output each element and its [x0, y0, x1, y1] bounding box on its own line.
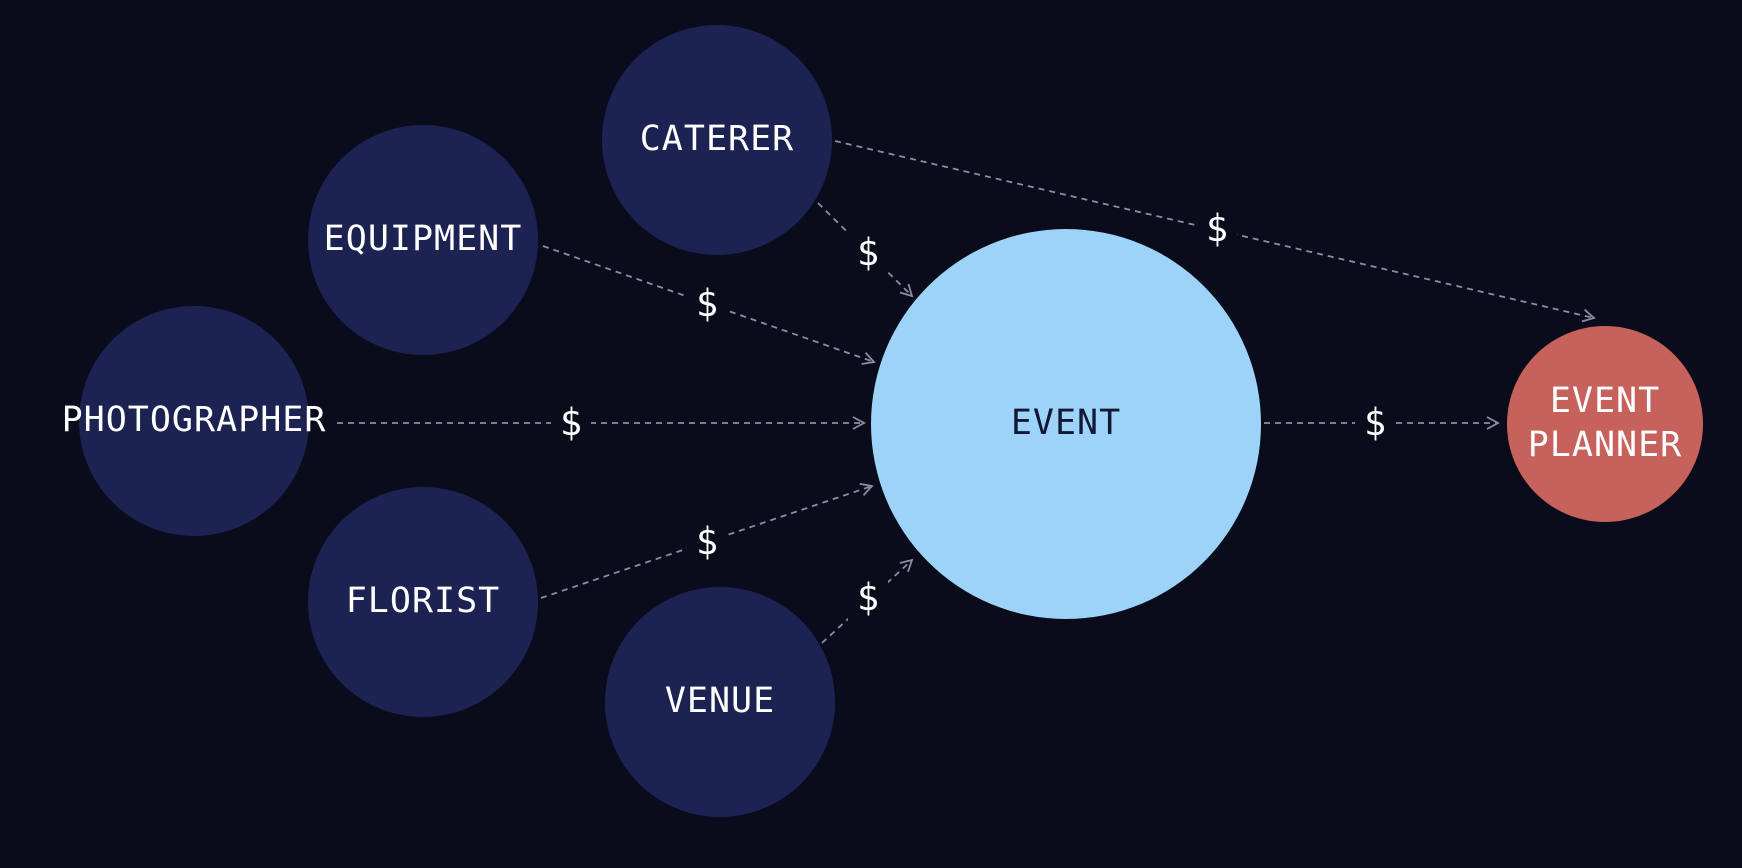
- arrow-florist-to-event: [540, 482, 874, 599]
- photographer-label: PHOTOGRAPHER: [61, 400, 327, 441]
- event-planner-label-line2: PLANNER: [1527, 425, 1683, 465]
- caterer-node: CATERER: [602, 25, 832, 255]
- arrow-equipment-to-event: [542, 245, 876, 365]
- event-planner-label-line1: EVENT: [1549, 381, 1661, 422]
- dollar-label-equipment-to-event: $: [687, 282, 727, 326]
- event-planner-node: EVENT PLANNER: [1507, 326, 1703, 522]
- venue-node: VENUE: [605, 587, 835, 817]
- dollar-label-caterer-to-planner: $: [1197, 207, 1237, 251]
- equipment-label: EQUIPMENT: [323, 219, 523, 260]
- dollar-label-florist-to-event: $: [687, 520, 727, 564]
- dollar-label-photographer-to-event: $: [551, 401, 591, 445]
- event-label: EVENT: [1010, 403, 1122, 444]
- dollar-label-caterer-to-event: $: [848, 231, 888, 275]
- dollar-label-event-to-planner: $: [1355, 401, 1395, 445]
- caterer-label: CATERER: [639, 119, 795, 160]
- florist-node: FLORIST: [308, 487, 538, 717]
- arrow-venue-to-event: [821, 558, 914, 644]
- photographer-node: PHOTOGRAPHER: [62, 306, 325, 536]
- equipment-node: EQUIPMENT: [308, 125, 538, 355]
- dollar-label-venue-to-event: $: [848, 576, 888, 620]
- venue-label: VENUE: [664, 681, 776, 722]
- florist-label: FLORIST: [345, 581, 501, 622]
- event-node: EVENT: [871, 229, 1261, 619]
